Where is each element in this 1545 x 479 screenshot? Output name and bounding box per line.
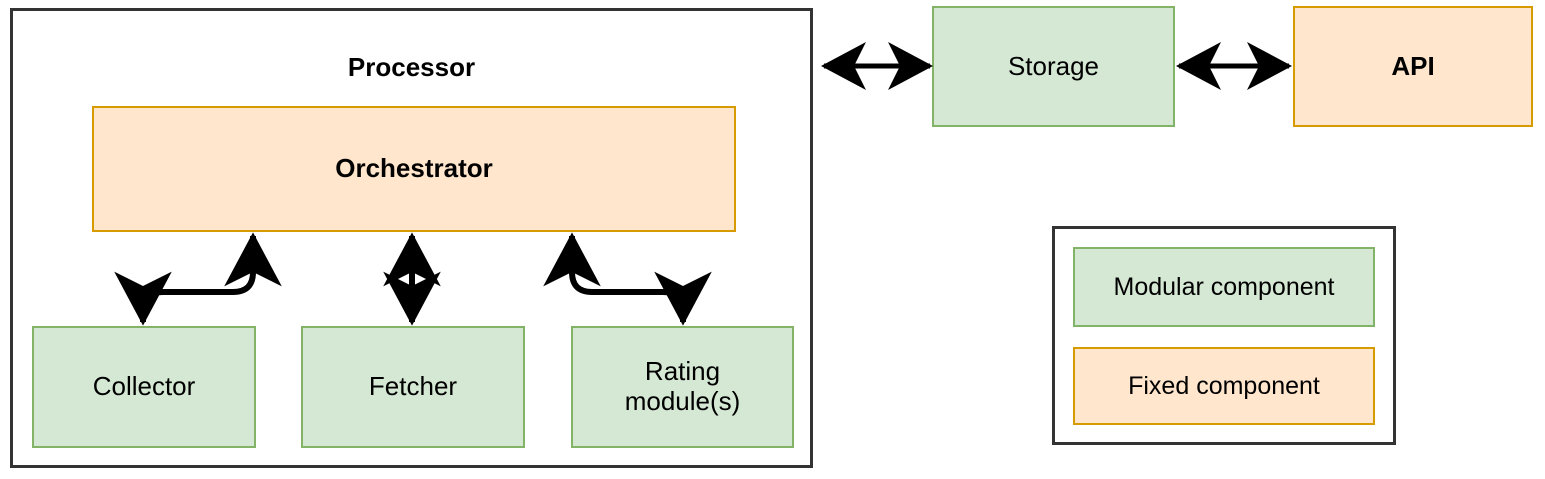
storage-node[interactable]: Storage: [932, 6, 1175, 127]
collector-node[interactable]: Collector: [32, 326, 256, 448]
api-node[interactable]: API: [1293, 6, 1533, 127]
legend-item-fixed: Fixed component: [1073, 347, 1375, 425]
fetcher-node[interactable]: Fetcher: [301, 326, 525, 448]
legend-item-modular: Modular component: [1073, 247, 1375, 327]
rating-module-label-line1: Rating: [644, 356, 721, 387]
page-title: Processor: [347, 52, 476, 82]
orchestrator-node[interactable]: Orchestrator: [92, 106, 736, 232]
rating-module-label-line2: module(s): [624, 386, 741, 416]
rating-module-node[interactable]: Rating module(s): [571, 326, 794, 448]
